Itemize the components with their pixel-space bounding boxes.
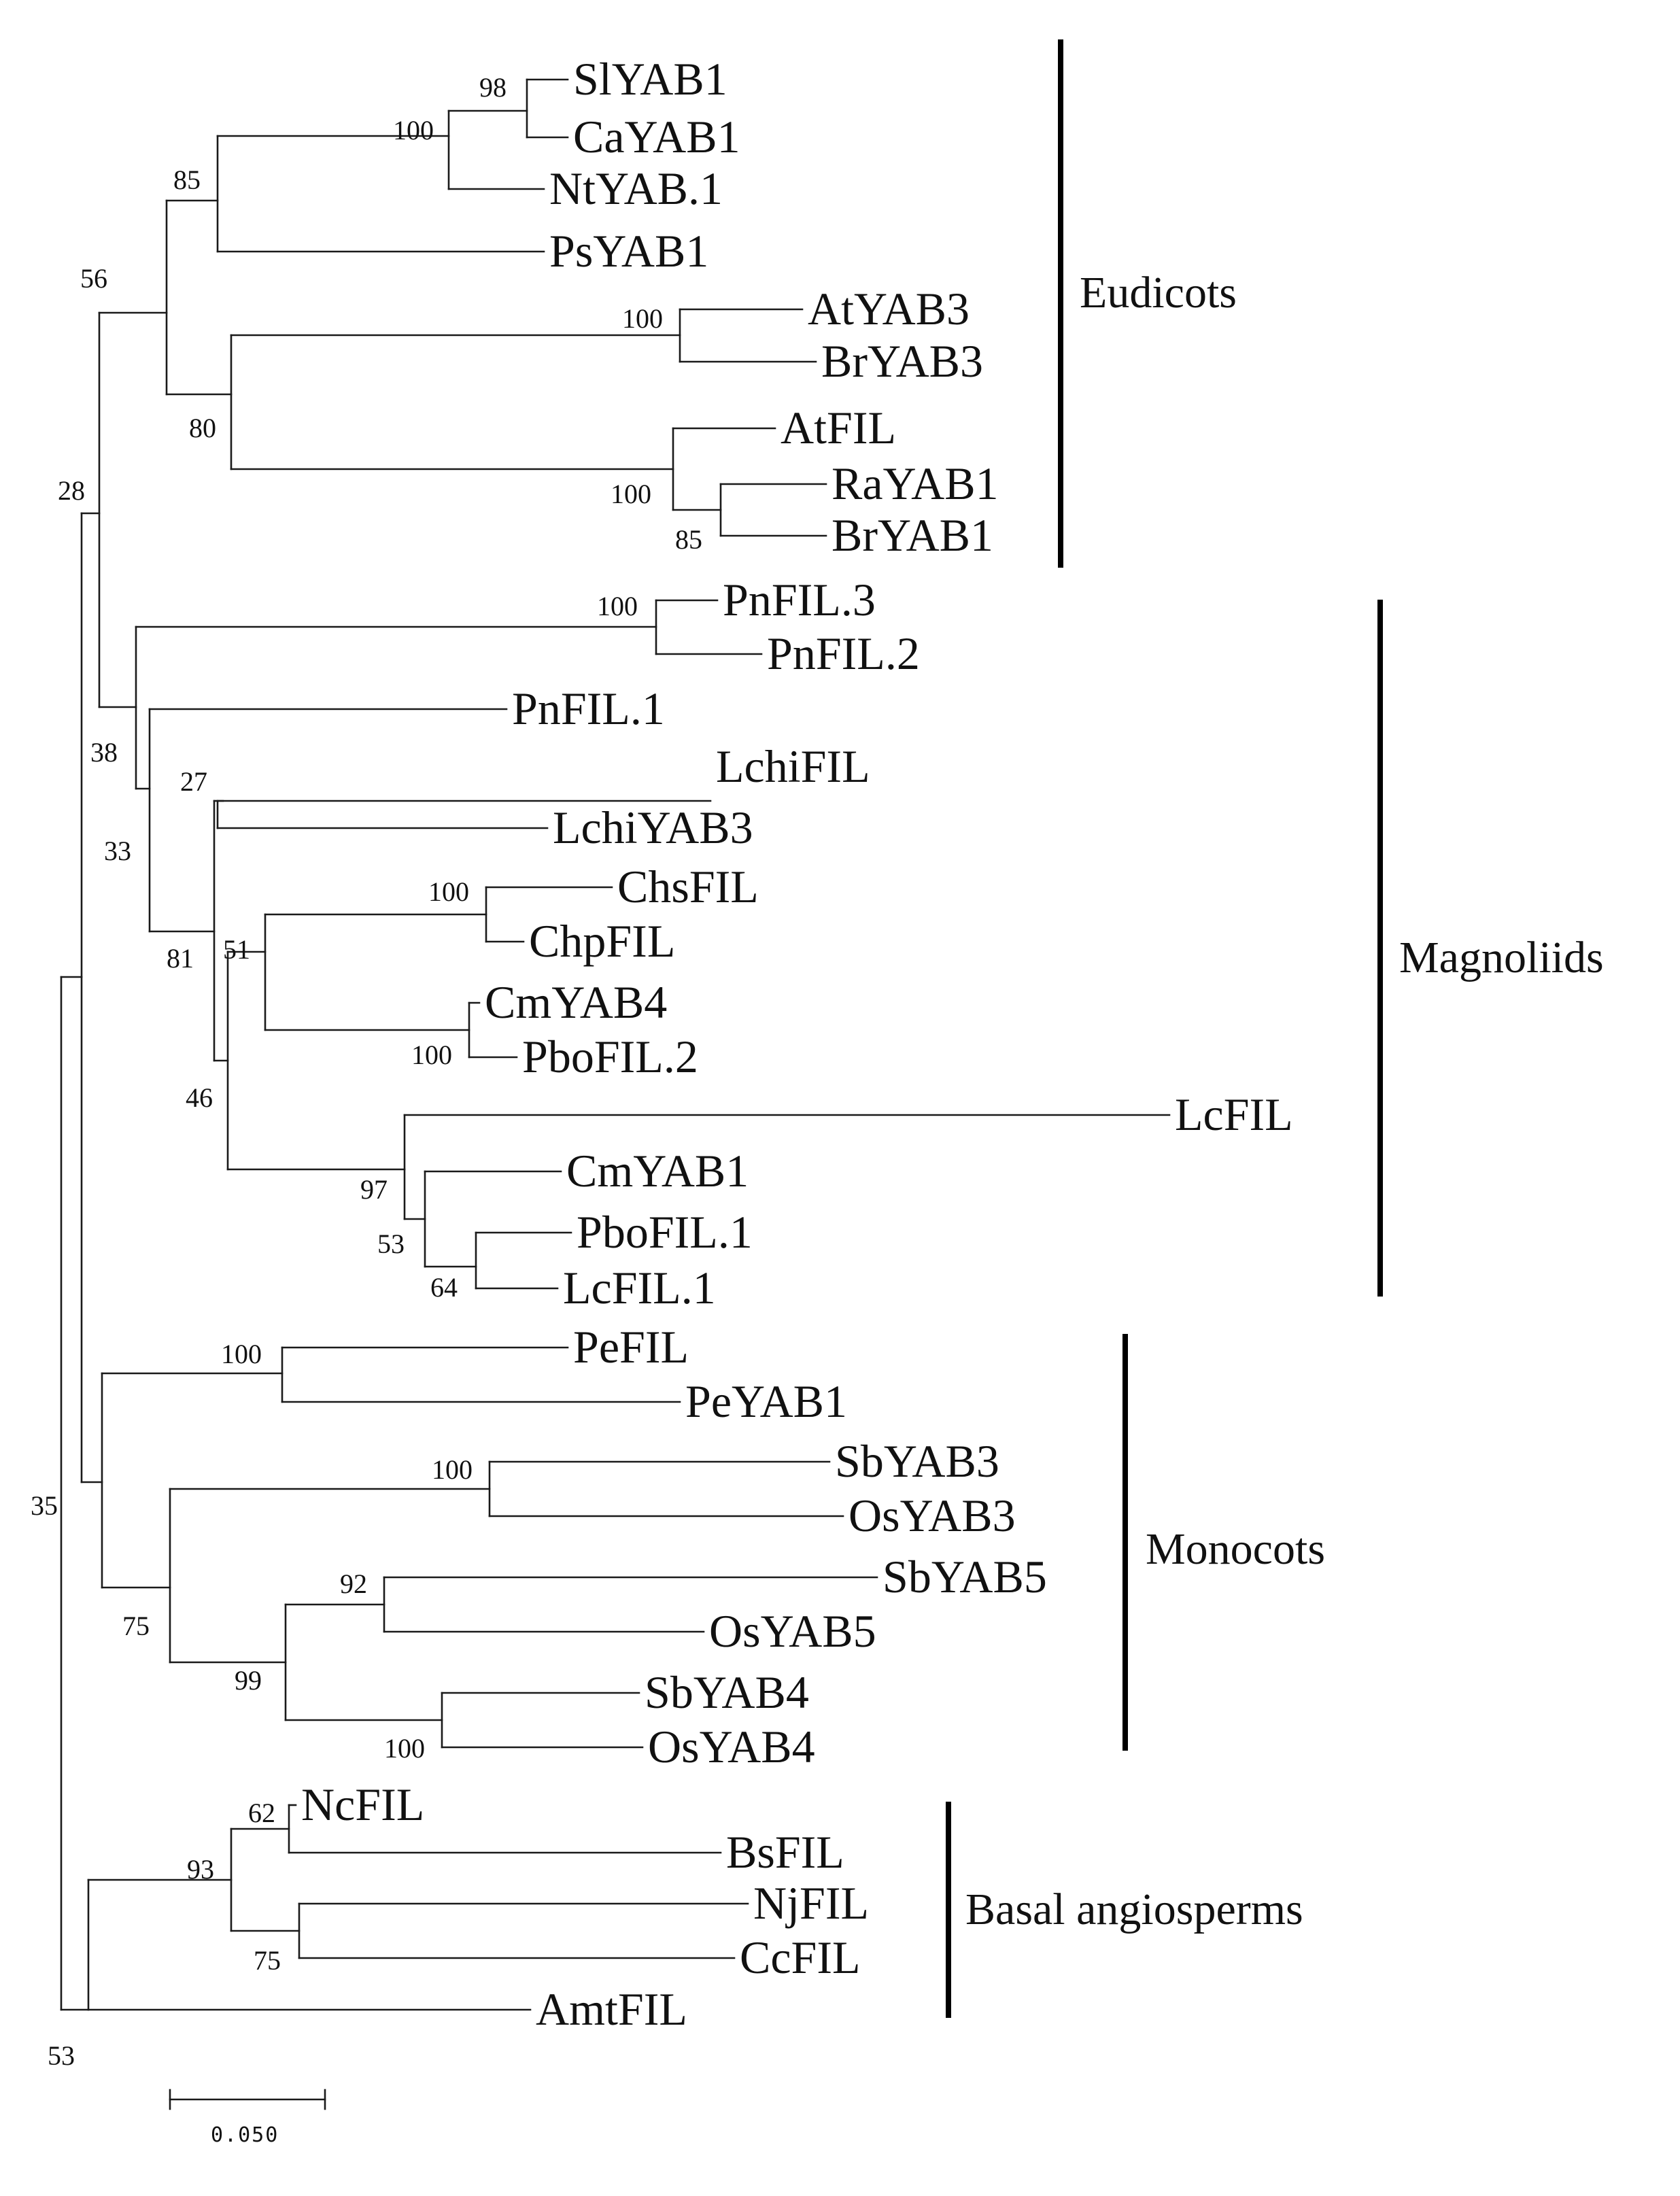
eudicots-label: Eudicots bbox=[1080, 268, 1237, 318]
taxon-label: BrYAB3 bbox=[821, 335, 983, 387]
taxon-label: AtFIL bbox=[781, 402, 896, 453]
taxon-label: CcFIL bbox=[740, 1932, 861, 1983]
bootstrap-value: 98 bbox=[479, 72, 507, 103]
taxon-label: AtYAB3 bbox=[808, 283, 970, 334]
scale-bar-label: 0.050 bbox=[211, 2123, 279, 2147]
taxon-label: SlYAB1 bbox=[573, 53, 727, 105]
taxon-label: PnFIL.1 bbox=[512, 683, 665, 734]
taxon-label: SbYAB3 bbox=[835, 1435, 999, 1487]
taxon-label: LchiFIL bbox=[716, 740, 870, 792]
taxon-label: LcFIL.1 bbox=[563, 1262, 716, 1314]
taxon-label: PsYAB1 bbox=[549, 225, 708, 277]
magnoliids-label: Magnoliids bbox=[1399, 933, 1604, 982]
basal-angiosperms-label: Basal angiosperms bbox=[965, 1885, 1303, 1934]
taxon-label: BsFIL bbox=[726, 1826, 844, 1878]
bootstrap-value: 99 bbox=[235, 1665, 262, 1696]
bootstrap-value: 75 bbox=[122, 1611, 150, 1641]
bootstrap-value: 100 bbox=[432, 1454, 473, 1485]
taxon-label: CmYAB4 bbox=[485, 976, 667, 1028]
bootstrap-value: 100 bbox=[611, 479, 651, 509]
bootstrap-value: 85 bbox=[173, 165, 201, 195]
bootstrap-value: 75 bbox=[254, 1945, 281, 1976]
bootstrap-value: 85 bbox=[675, 524, 702, 555]
taxon-label: CmYAB1 bbox=[566, 1145, 749, 1197]
bootstrap-value: 28 bbox=[58, 475, 85, 506]
bootstrap-value: 27 bbox=[180, 766, 207, 797]
taxon-label: AmtFIL bbox=[536, 1983, 687, 2035]
bootstrap-values: 98 100 85 56 100 80 100 85 28 100 38 33 … bbox=[31, 72, 702, 2071]
taxon-label: PnFIL.2 bbox=[767, 628, 920, 679]
taxon-label: PboFIL.1 bbox=[577, 1206, 753, 1258]
taxon-label: PboFIL.2 bbox=[522, 1031, 698, 1082]
taxon-labels: SlYAB1 CaYAB1 NtYAB.1 PsYAB1 AtYAB3 BrYA… bbox=[301, 53, 1293, 2035]
taxon-label: PnFIL.3 bbox=[723, 574, 876, 625]
bootstrap-value: 100 bbox=[384, 1733, 425, 1764]
taxon-label: OsYAB3 bbox=[848, 1490, 1016, 1541]
bootstrap-value: 92 bbox=[340, 1568, 367, 1599]
taxon-label: ChsFIL bbox=[617, 861, 759, 912]
bootstrap-value: 53 bbox=[377, 1229, 405, 1259]
bootstrap-value: 100 bbox=[622, 303, 663, 334]
bootstrap-value: 64 bbox=[430, 1272, 458, 1303]
bootstrap-value: 56 bbox=[80, 263, 107, 294]
bootstrap-value: 100 bbox=[428, 876, 469, 907]
bootstrap-value: 97 bbox=[360, 1174, 388, 1205]
taxon-label: PeYAB1 bbox=[685, 1375, 847, 1427]
bootstrap-value: 100 bbox=[597, 591, 638, 621]
taxon-label: NjFIL bbox=[753, 1877, 869, 1929]
bootstrap-value: 38 bbox=[90, 737, 118, 768]
taxon-label: SbYAB5 bbox=[882, 1551, 1047, 1602]
taxon-label: NcFIL bbox=[301, 1779, 424, 1830]
bootstrap-value: 100 bbox=[221, 1339, 262, 1369]
taxon-label: OsYAB5 bbox=[709, 1605, 876, 1657]
taxon-label: LchiYAB3 bbox=[553, 802, 753, 853]
bootstrap-value: 93 bbox=[187, 1854, 214, 1885]
taxon-label: CaYAB1 bbox=[573, 111, 740, 162]
bootstrap-value: 100 bbox=[393, 115, 434, 145]
bootstrap-value: 53 bbox=[48, 2040, 75, 2071]
bootstrap-value: 100 bbox=[411, 1040, 452, 1070]
bootstrap-value: 80 bbox=[189, 413, 216, 443]
bootstrap-value: 35 bbox=[31, 1490, 58, 1521]
bootstrap-value: 62 bbox=[248, 1798, 275, 1828]
taxon-label: BrYAB1 bbox=[832, 509, 993, 561]
taxon-label: RaYAB1 bbox=[832, 458, 999, 509]
taxon-label: ChpFIL bbox=[529, 915, 675, 967]
taxon-label: LcFIL bbox=[1175, 1088, 1293, 1140]
clade-groups: Eudicots Magnoliids Monocots Basal angio… bbox=[946, 39, 1604, 2018]
taxon-label: OsYAB4 bbox=[648, 1721, 815, 1772]
monocots-label: Monocots bbox=[1146, 1524, 1325, 1574]
taxon-label: SbYAB4 bbox=[645, 1666, 809, 1718]
tree-branches bbox=[60, 78, 1171, 2011]
bootstrap-value: 81 bbox=[167, 943, 194, 974]
bootstrap-value: 46 bbox=[186, 1082, 213, 1113]
bootstrap-value: 51 bbox=[223, 934, 250, 965]
taxon-label: PeFIL bbox=[573, 1321, 689, 1373]
bootstrap-value: 33 bbox=[104, 836, 131, 866]
taxon-label: NtYAB.1 bbox=[549, 162, 723, 214]
scale-bar: 0.050 bbox=[169, 2089, 326, 2147]
